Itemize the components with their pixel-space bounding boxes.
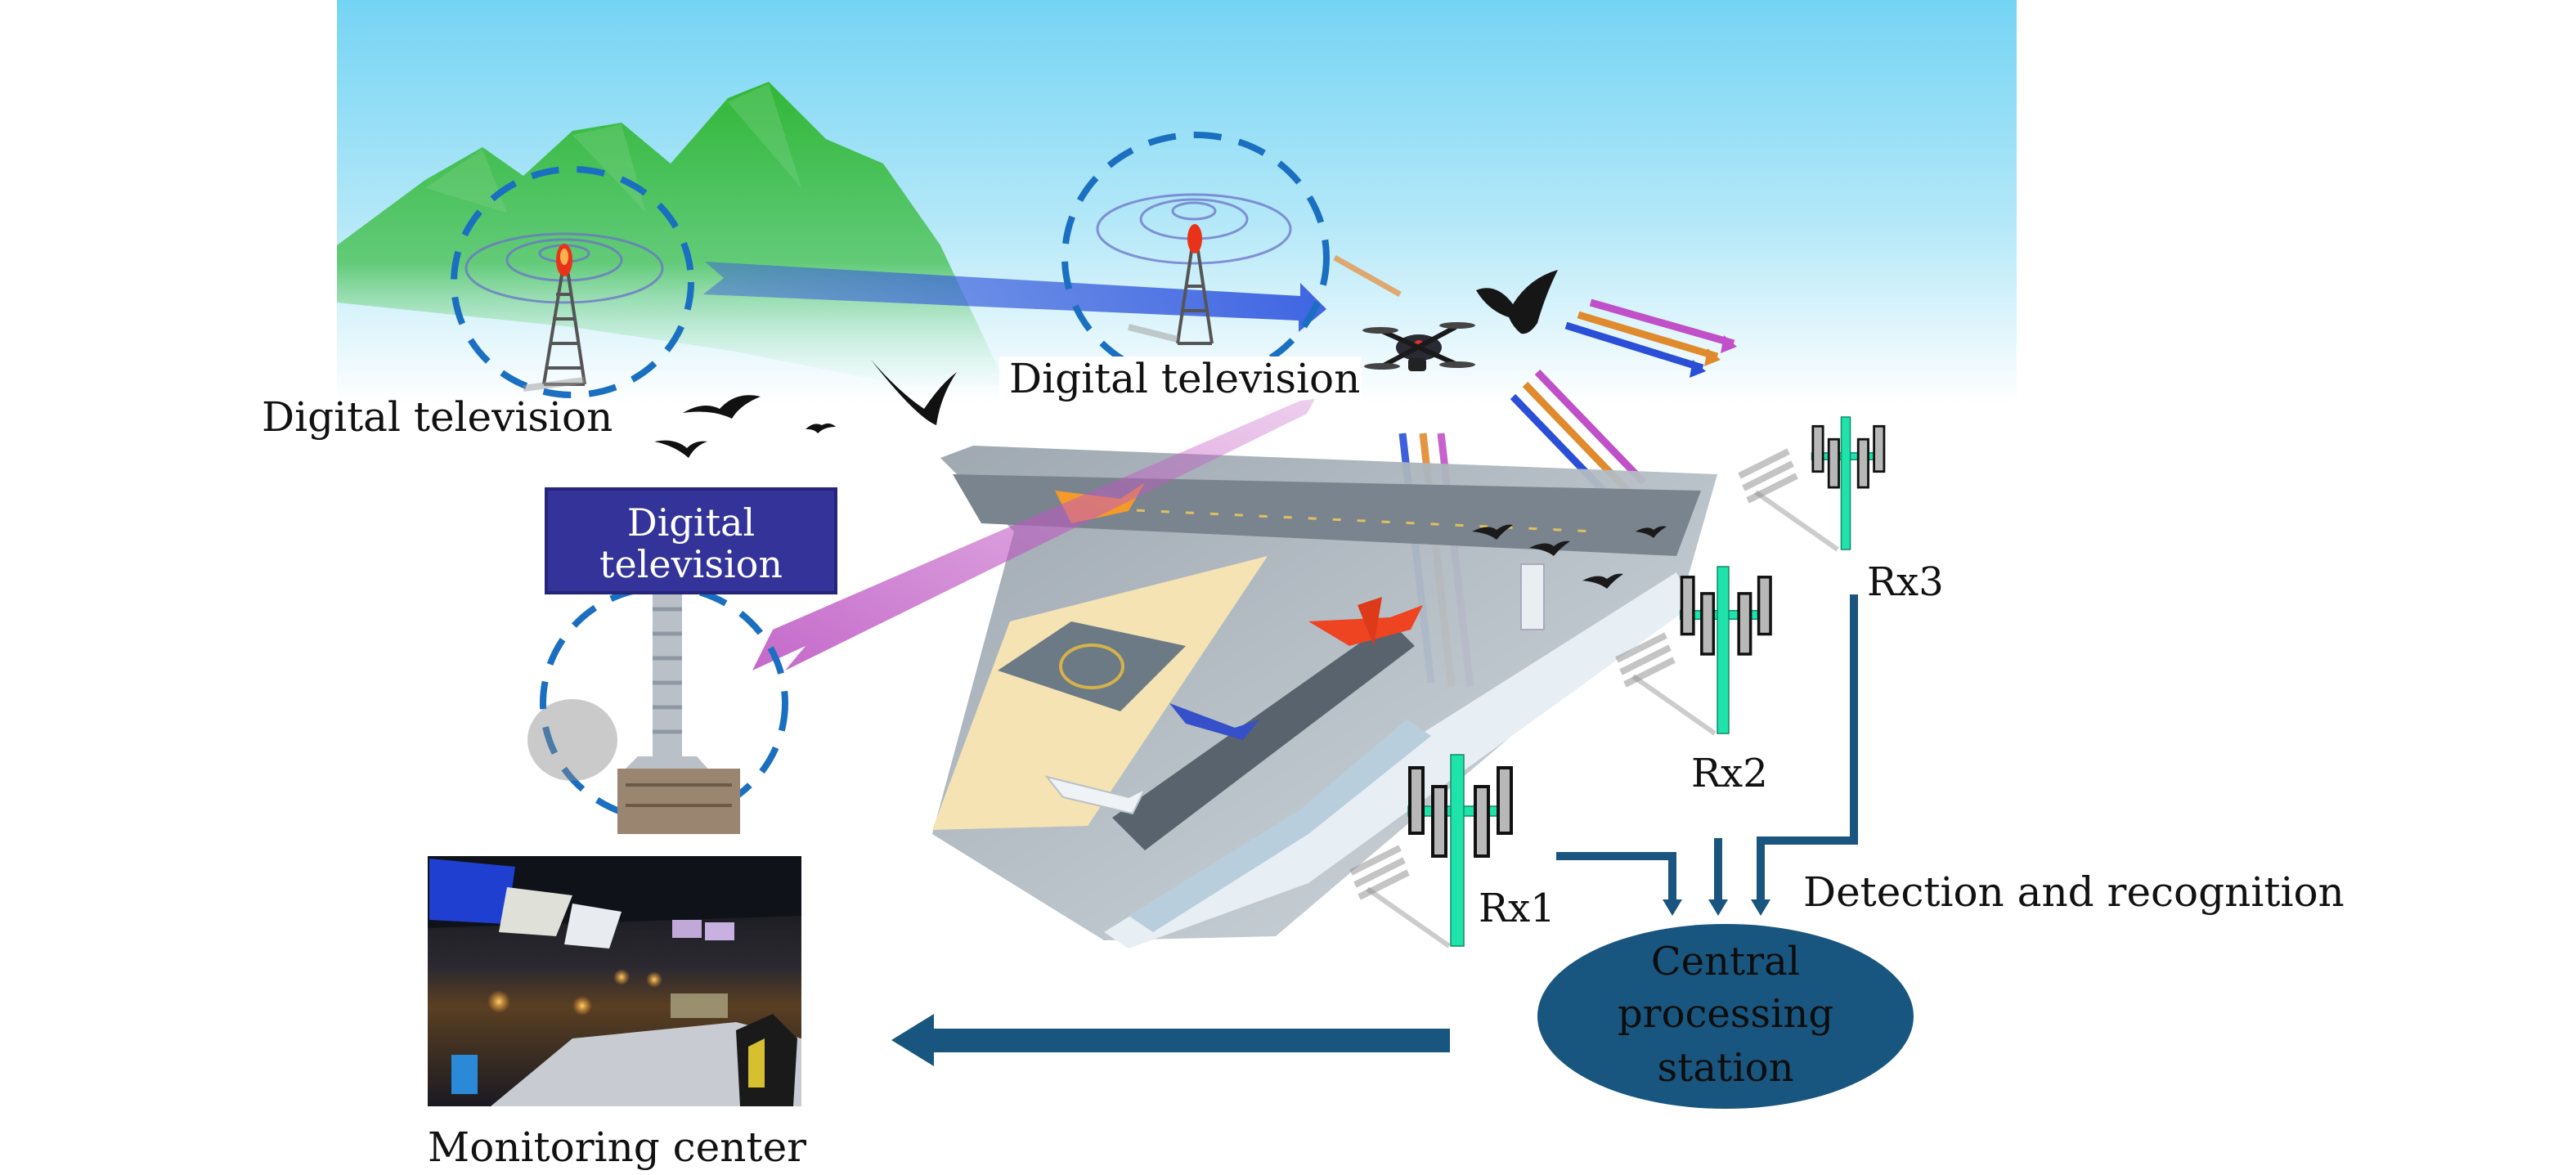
rx2-antenna-icon: [1615, 566, 1772, 736]
tv-transmitter-2: Digital television: [999, 132, 1362, 403]
bird-flock-icon: [1472, 524, 1667, 589]
tv-transmitter-1: Digital television: [262, 166, 694, 441]
rx1-antenna-icon: [1349, 754, 1513, 949]
station-label-line2: processing: [1618, 991, 1833, 1037]
detection-annotation: Detection and recognition: [1803, 868, 2345, 916]
rx1-label: Rx1: [1479, 886, 1555, 931]
beacon-icon: [1187, 224, 1202, 253]
flow-arrowheads: [1663, 899, 1770, 916]
station-label-line1: Central: [1651, 939, 1800, 984]
reflected-signal-arrows-right: [1564, 298, 1737, 378]
monitoring-center: Monitoring center: [428, 856, 806, 1171]
receiver-flow-lines: [1556, 594, 1858, 904]
rx3-antenna-icon: [1738, 416, 1886, 552]
bird-icon: [1476, 270, 1558, 334]
output-arrow: [891, 1014, 1450, 1066]
airport-illustration: [932, 446, 1717, 949]
control-room-photo: [428, 856, 801, 1106]
rx3-arrowhead: [1751, 899, 1770, 916]
control-tower-icon: [1520, 563, 1545, 630]
coverage-ring: [451, 166, 694, 398]
rx2-arrowhead: [1708, 899, 1728, 916]
tv3-label-line1: Digital: [627, 500, 755, 545]
direct-path-arrow: [703, 262, 1326, 332]
rx1-flow-line: [1556, 852, 1676, 904]
tower-icon: [617, 593, 740, 834]
tv3-label-line2: television: [599, 542, 783, 586]
station-label-line3: station: [1658, 1045, 1794, 1091]
receivers: [1349, 416, 1886, 949]
rx1-arrowhead: [1663, 899, 1682, 916]
signal-arrow-magenta: [752, 399, 1315, 670]
tower-icon: [1128, 244, 1214, 345]
airplane-blue-icon: [1169, 703, 1259, 740]
rx3-flow-line: [1757, 594, 1858, 904]
drone-icon: [1362, 322, 1475, 371]
tv2-label: Digital television: [1009, 355, 1360, 402]
signal-arrow-orange: [1333, 254, 1402, 298]
mountains: [337, 82, 1006, 384]
airplane-red-icon: [1308, 597, 1423, 646]
tv1-label: Digital television: [262, 393, 613, 441]
airplane-white-icon: [1044, 775, 1147, 815]
tower-icon: [523, 269, 586, 392]
rx3-label: Rx3: [1867, 559, 1944, 605]
tv-transmitter-3: Digital television: [527, 487, 837, 834]
bird-flock-icon: [654, 360, 957, 458]
tv3-label-box: [545, 487, 837, 594]
tv2-label-box: [999, 357, 1362, 403]
monitoring-center-label: Monitoring center: [428, 1123, 806, 1171]
central-processing-station: Central processing station: [1537, 924, 1914, 1109]
rx2-label: Rx2: [1691, 751, 1768, 796]
